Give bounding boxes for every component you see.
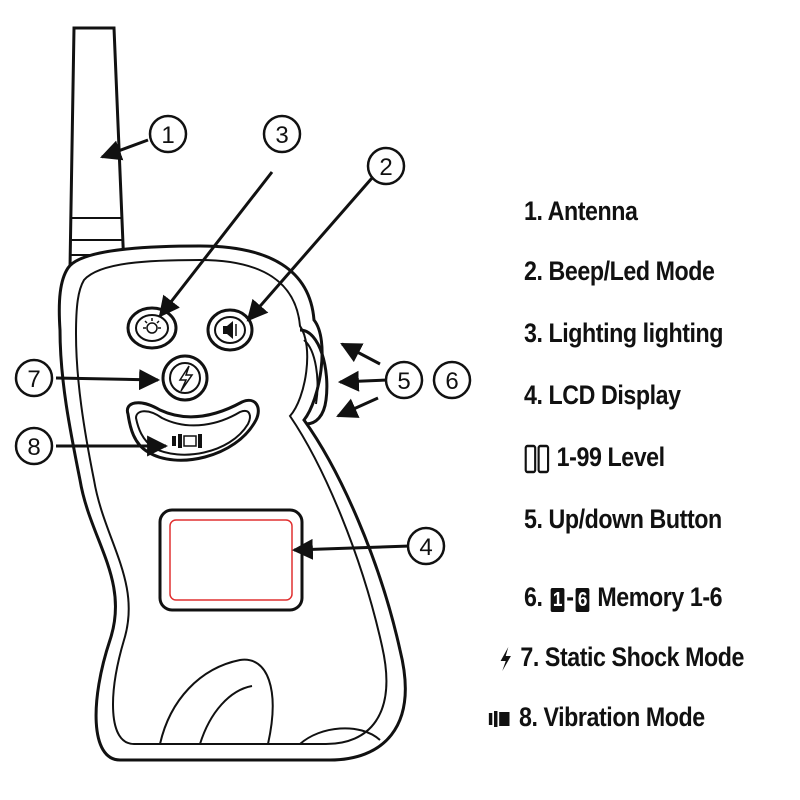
arrow-7: [55, 369, 161, 391]
lightning-icon: [178, 365, 194, 392]
legend-item-memory: 6. 1-6 Memory 1-6: [524, 582, 723, 613]
lightning-icon: [500, 646, 511, 671]
arrow-4: [291, 538, 411, 560]
callout-3: 3: [262, 114, 302, 154]
memory-box-6: 6: [575, 588, 590, 612]
svg-text:3: 3: [275, 122, 288, 149]
legend-item-up-down: 5. Up/down Button: [524, 504, 722, 534]
legend-level-label: 1-99 Level: [556, 442, 665, 472]
svg-text:1: 1: [161, 122, 174, 149]
callout-1: 1: [148, 114, 188, 154]
arrow-5-mid: [337, 370, 389, 392]
legend-item-beep-led: 2. Beep/Led Mode: [524, 256, 715, 286]
arrow-3: [158, 171, 274, 318]
side-buttons: [299, 328, 329, 426]
memory-box-1: 1: [550, 588, 565, 612]
svg-text:8: 8: [27, 434, 40, 461]
svg-text:7: 7: [27, 366, 40, 393]
svg-text:6: 6: [445, 368, 458, 395]
legend-item-lcd: 4. LCD Display: [524, 380, 681, 410]
callout-5: 5: [384, 360, 424, 400]
antenna: [68, 26, 126, 270]
speaker-icon: [223, 321, 237, 339]
callout-4: 4: [406, 526, 446, 566]
legend-memory-label: Memory 1-6: [597, 582, 723, 612]
legend-item-antenna: 1. Antenna: [524, 196, 638, 226]
vibration-icon: [172, 434, 202, 448]
svg-text:2: 2: [379, 154, 392, 181]
level-digits-icon: [524, 444, 550, 474]
callout-2: 2: [366, 146, 406, 186]
legend-shock-label: 7. Static Shock Mode: [520, 642, 745, 672]
svg-text:4: 4: [419, 534, 432, 561]
legend-item-level: 1-99 Level: [524, 442, 665, 474]
lighting-button: [126, 306, 178, 350]
static-shock-button: [161, 354, 209, 402]
legend-item-vibration: 8. Vibration Mode: [488, 702, 705, 733]
svg-text:5: 5: [397, 368, 410, 395]
callout-6: 6: [432, 360, 472, 400]
arrow-5-down: [336, 396, 379, 418]
arrow-1: [100, 138, 149, 161]
arrow-5-up: [340, 342, 381, 366]
arrow-2: [246, 177, 374, 322]
light-bulb-icon: [143, 318, 161, 334]
legend-memory-prefix: 6.: [524, 582, 543, 612]
legend-item-lighting: 3. Lighting lighting: [524, 318, 724, 348]
beep-led-button: [206, 308, 254, 352]
callout-8: 8: [14, 426, 54, 466]
callout-7: 7: [14, 358, 54, 398]
legend-item-shock: 7. Static Shock Mode: [498, 642, 744, 673]
lcd-display: [158, 508, 304, 612]
legend-vibration-label: 8. Vibration Mode: [518, 702, 705, 732]
vibration-icon: [488, 710, 510, 727]
legend-memory-dash: -: [566, 582, 574, 612]
